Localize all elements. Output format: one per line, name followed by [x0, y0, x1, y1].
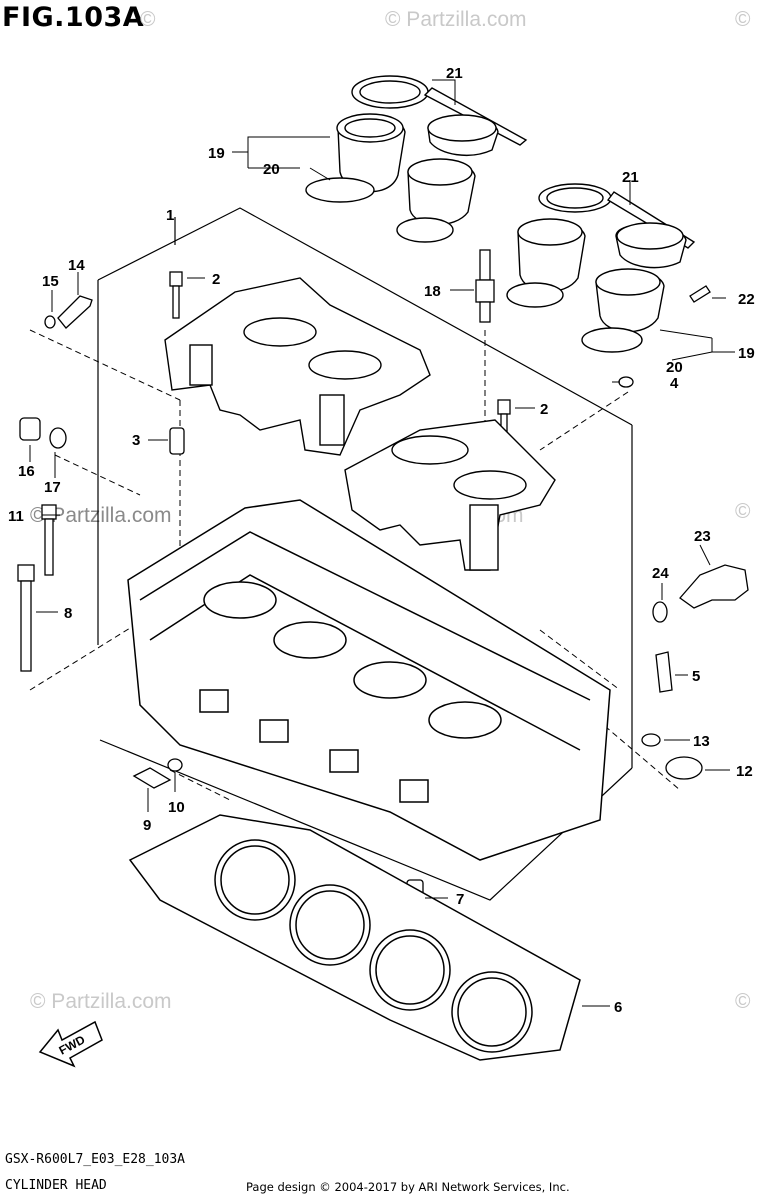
callout-6: 6 — [614, 999, 622, 1016]
figure-caption: CYLINDER HEAD — [5, 1178, 107, 1193]
callout-11: 11 — [8, 508, 24, 525]
callout-22: 22 — [738, 291, 755, 308]
watermark-symbol-bottom-right: © — [735, 990, 751, 1013]
callout-3: 3 — [132, 432, 140, 449]
watermark-symbol-top-left: © — [140, 8, 156, 31]
intake-boots — [305, 75, 696, 353]
callout-19-top: 19 — [208, 145, 225, 162]
callout-14: 14 — [68, 257, 85, 274]
callout-17: 17 — [44, 479, 61, 496]
callout-1: 1 — [166, 207, 174, 224]
callout-18: 18 — [424, 283, 441, 300]
model-code: GSX-R600L7_E03_E28_103A — [5, 1152, 186, 1167]
callout-4: 4 — [670, 375, 679, 392]
callout-21-top: 21 — [446, 65, 463, 82]
callout-9: 9 — [143, 817, 151, 834]
watermark-symbol-top-right: © — [735, 8, 751, 31]
camshaft-holders — [164, 277, 556, 571]
figure-title: FIG.103A — [2, 2, 145, 33]
callout-20-right: 20 — [666, 359, 683, 376]
callout-2-top: 2 — [212, 271, 220, 288]
watermark-symbol-mid-right: © — [735, 500, 751, 523]
watermark-bottom-left: © Partzilla.com — [30, 990, 172, 1013]
hardware-parts — [17, 249, 749, 903]
cylinder-head-body — [127, 499, 611, 861]
callout-8: 8 — [64, 605, 72, 622]
callout-12: 12 — [736, 763, 753, 780]
callout-24: 24 — [652, 565, 669, 582]
callout-10: 10 — [168, 799, 185, 816]
callout-5: 5 — [692, 668, 700, 685]
fwd-arrow-icon: FWD — [38, 1020, 103, 1068]
callout-23: 23 — [694, 528, 711, 545]
watermark-mid-left: © Partzilla.com — [30, 504, 172, 527]
callout-15: 15 — [42, 273, 59, 290]
callout-2-right: 2 — [540, 401, 548, 418]
page-credit: Page design © 2004-2017 by ARI Network S… — [246, 1180, 570, 1194]
callout-7: 7 — [456, 891, 464, 908]
leader-lines — [29, 79, 735, 1007]
callout-20-top: 20 — [263, 161, 280, 178]
callout-labels: 1 2 2 3 4 5 6 7 8 9 10 11 12 13 14 15 16… — [8, 65, 755, 1016]
watermark-top: © Partzilla.com — [385, 8, 527, 31]
callout-13: 13 — [693, 733, 710, 750]
callout-19-right: 19 — [738, 345, 755, 362]
callout-16: 16 — [18, 463, 35, 480]
head-gasket — [128, 814, 581, 1061]
callout-21-right: 21 — [622, 169, 639, 186]
